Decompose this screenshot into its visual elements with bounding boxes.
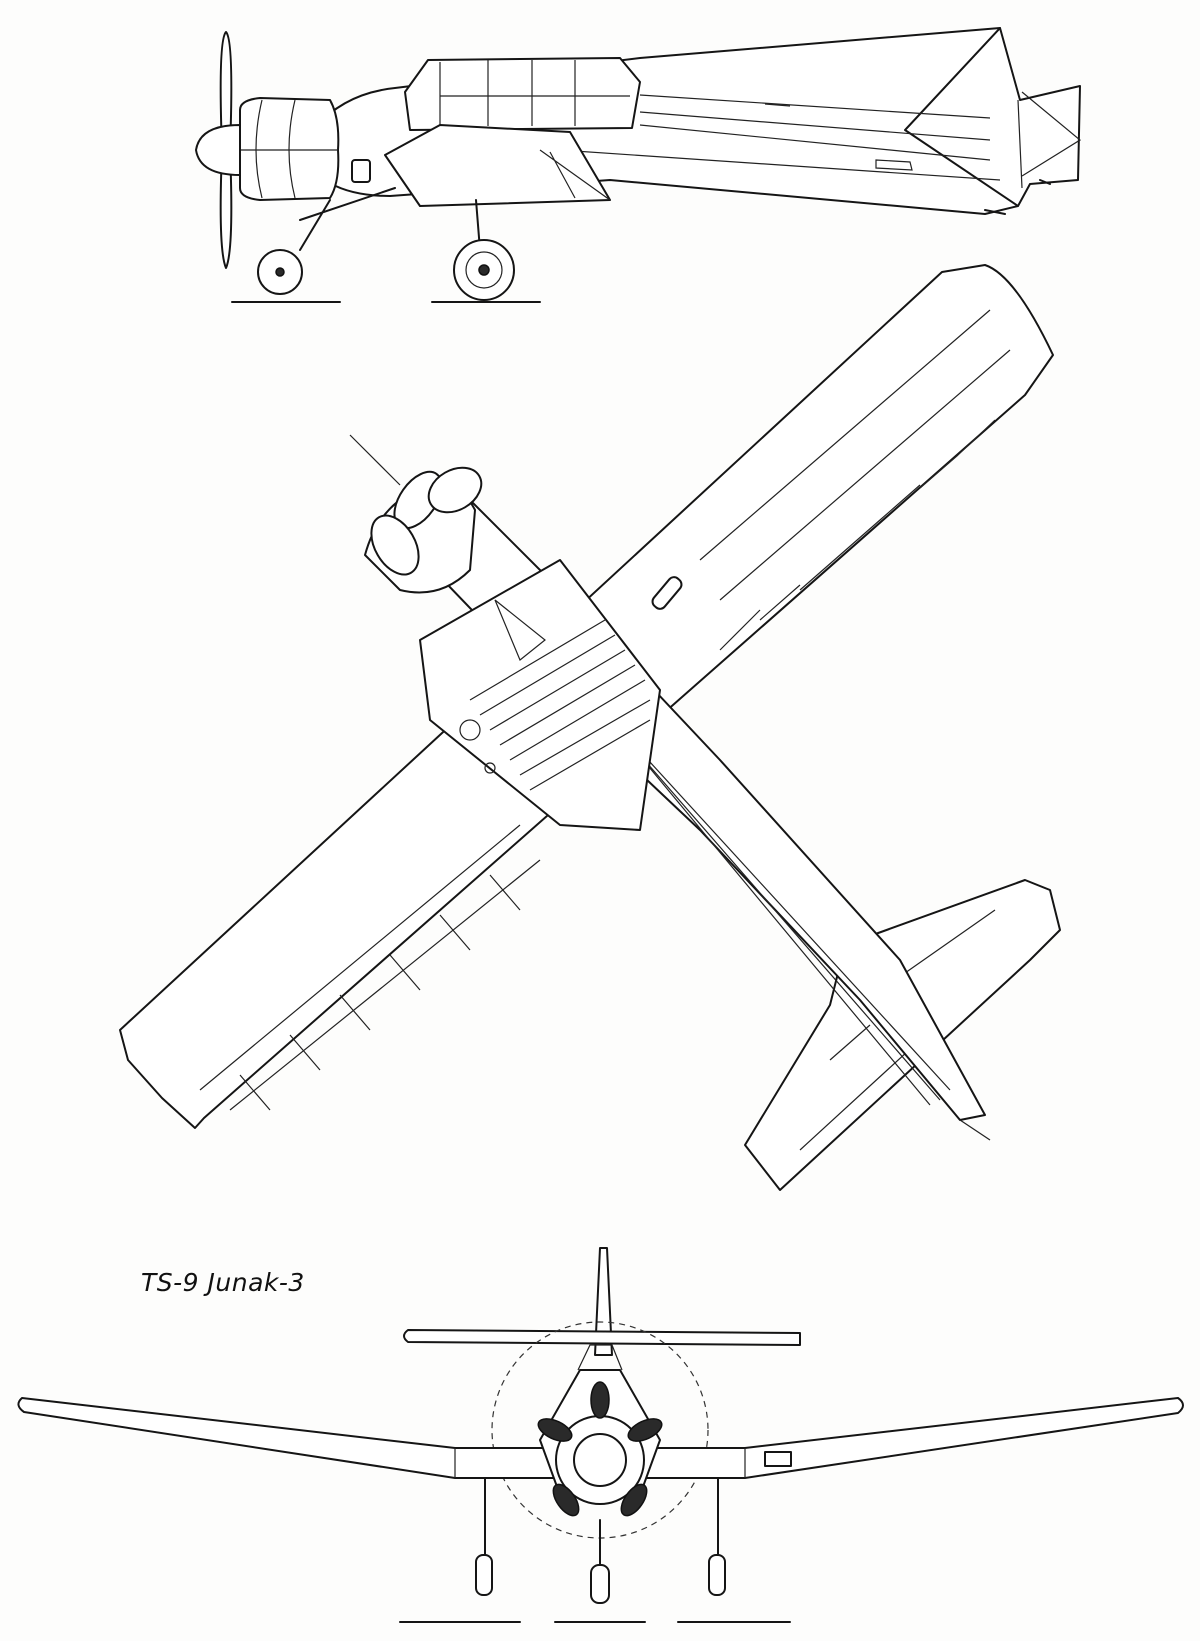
side-view <box>195 27 1082 303</box>
side-canopy <box>404 57 641 131</box>
side-spinner <box>195 124 241 176</box>
top-propeller-line <box>349 434 401 486</box>
top-cockpit <box>494 599 546 661</box>
top-view <box>119 264 1061 1191</box>
front-view <box>17 1247 1184 1623</box>
side-wing-root <box>384 124 611 207</box>
drawing-caption: TS-9 Junak-3 <box>141 1268 305 1297</box>
top-wing-root <box>419 559 661 831</box>
side-nose-gear-strut <box>299 187 396 251</box>
front-fin <box>594 1247 613 1356</box>
front-engine-cylinders <box>537 1381 663 1517</box>
front-horizontal-tail <box>403 1329 801 1346</box>
